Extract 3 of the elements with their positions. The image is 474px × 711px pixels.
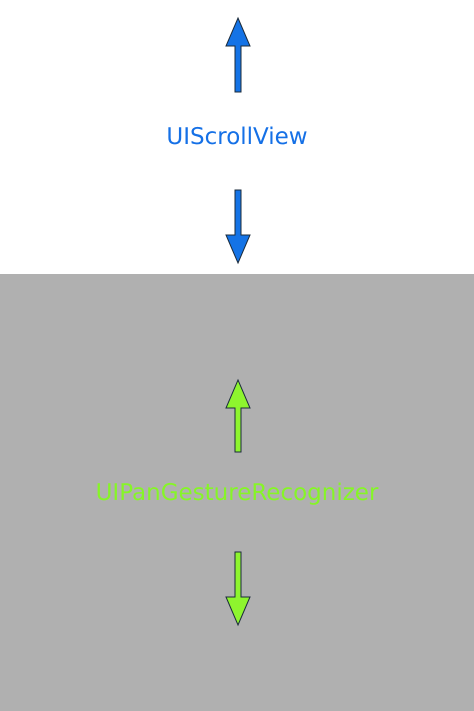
- class-name-text: UIScrollView: [166, 124, 308, 150]
- class-name-text: UIPanGestureRecognizer: [96, 480, 378, 506]
- gesture-panel: [0, 274, 474, 711]
